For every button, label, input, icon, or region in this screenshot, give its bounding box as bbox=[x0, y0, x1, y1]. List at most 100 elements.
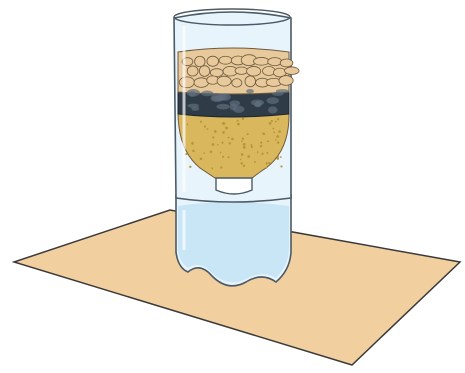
sand-grain bbox=[210, 150, 213, 153]
sand-grain bbox=[251, 144, 253, 146]
sand-grain bbox=[277, 118, 279, 120]
sand-grain bbox=[242, 118, 245, 121]
charcoal-chunk bbox=[216, 104, 229, 110]
sand-grain bbox=[269, 122, 272, 125]
sand-grain bbox=[268, 162, 270, 164]
sand-grain bbox=[243, 146, 246, 149]
pebble bbox=[194, 78, 208, 88]
charcoal-chunk bbox=[215, 95, 223, 101]
sand-grain bbox=[221, 142, 223, 144]
pebble bbox=[217, 76, 231, 86]
charcoal-chunk bbox=[272, 92, 284, 96]
pebble bbox=[195, 56, 205, 67]
sand-grain bbox=[257, 151, 259, 153]
pebble bbox=[245, 76, 256, 87]
sand-grain bbox=[241, 153, 244, 156]
sand-grain bbox=[271, 120, 273, 122]
sand-grain bbox=[277, 157, 280, 160]
sand-grain bbox=[275, 139, 277, 141]
charcoal-chunk bbox=[230, 104, 237, 111]
sand-grain bbox=[217, 144, 219, 146]
pebble bbox=[247, 66, 261, 76]
sand-grain bbox=[212, 143, 215, 146]
sand-grain bbox=[227, 156, 229, 158]
sand-grain bbox=[207, 128, 209, 130]
sand-grain bbox=[261, 153, 263, 155]
sand-grain bbox=[247, 133, 249, 135]
sand-grain bbox=[237, 123, 240, 126]
pebble bbox=[285, 67, 299, 75]
sand-grain bbox=[200, 121, 202, 123]
charcoal-chunk bbox=[187, 89, 200, 97]
bottle-neck bbox=[216, 178, 252, 194]
sand-grain bbox=[228, 137, 230, 139]
sand-grain bbox=[280, 156, 282, 158]
sand-grain bbox=[243, 143, 246, 146]
pebble bbox=[268, 58, 282, 66]
sand-grain bbox=[189, 166, 191, 168]
sand-grain bbox=[280, 165, 282, 167]
sand-grain bbox=[241, 162, 243, 164]
pebbles bbox=[179, 55, 299, 88]
sand-grain bbox=[204, 125, 206, 127]
sand-grain bbox=[191, 142, 194, 145]
sand-grain bbox=[214, 130, 217, 133]
pebble bbox=[219, 56, 232, 64]
sand-grain bbox=[278, 130, 281, 133]
sand-grain bbox=[240, 159, 242, 161]
sand-grain bbox=[211, 167, 213, 169]
sand-grain bbox=[275, 121, 277, 123]
sand-grain bbox=[220, 152, 222, 154]
sand-grain bbox=[222, 131, 225, 134]
charcoal-chunk bbox=[187, 104, 199, 108]
sand-grain bbox=[241, 140, 243, 142]
charcoal-chunk bbox=[254, 101, 261, 107]
sand-grain bbox=[220, 166, 222, 168]
pebble bbox=[210, 69, 223, 77]
charcoal-chunk bbox=[246, 89, 254, 93]
sand-grain bbox=[254, 161, 256, 163]
sand-grain bbox=[231, 138, 234, 141]
pebble bbox=[199, 66, 209, 77]
pebble bbox=[187, 66, 198, 76]
sand-grain bbox=[229, 142, 231, 144]
pebble bbox=[279, 76, 293, 86]
pebble bbox=[280, 59, 293, 67]
sand-grain bbox=[243, 165, 245, 167]
sand-grain bbox=[260, 145, 262, 147]
sand-grain bbox=[187, 124, 189, 126]
sand-grain bbox=[260, 141, 262, 143]
sand-grain bbox=[225, 127, 228, 130]
sand-grain bbox=[222, 156, 224, 158]
charcoal-chunk bbox=[268, 106, 278, 113]
sand-grain bbox=[265, 162, 267, 164]
sand-grain bbox=[237, 120, 239, 122]
sand-grain bbox=[266, 167, 268, 169]
pebble bbox=[179, 77, 194, 88]
pebble bbox=[263, 66, 276, 75]
sand-grain bbox=[277, 141, 279, 143]
pebble bbox=[232, 79, 242, 87]
sand-grain bbox=[263, 133, 265, 135]
sand-grain bbox=[212, 136, 214, 138]
charcoal-chunk bbox=[201, 90, 213, 96]
pebble bbox=[235, 67, 248, 74]
sand-grain bbox=[200, 157, 203, 160]
sand-grain bbox=[276, 135, 279, 138]
sand-grain bbox=[267, 140, 269, 142]
sand-grain bbox=[272, 128, 274, 130]
sand-grain bbox=[273, 131, 275, 133]
charcoal-chunk bbox=[266, 97, 279, 104]
sand-grain bbox=[251, 146, 253, 148]
pebble bbox=[207, 56, 219, 66]
pebble bbox=[253, 57, 269, 65]
sand-grain bbox=[203, 152, 205, 154]
sand-grain bbox=[247, 155, 250, 158]
sand-grain bbox=[222, 122, 225, 125]
sand-grain bbox=[266, 152, 268, 154]
sand-grain bbox=[242, 138, 244, 140]
sand-grain bbox=[185, 153, 187, 155]
sand-grain bbox=[192, 150, 195, 153]
